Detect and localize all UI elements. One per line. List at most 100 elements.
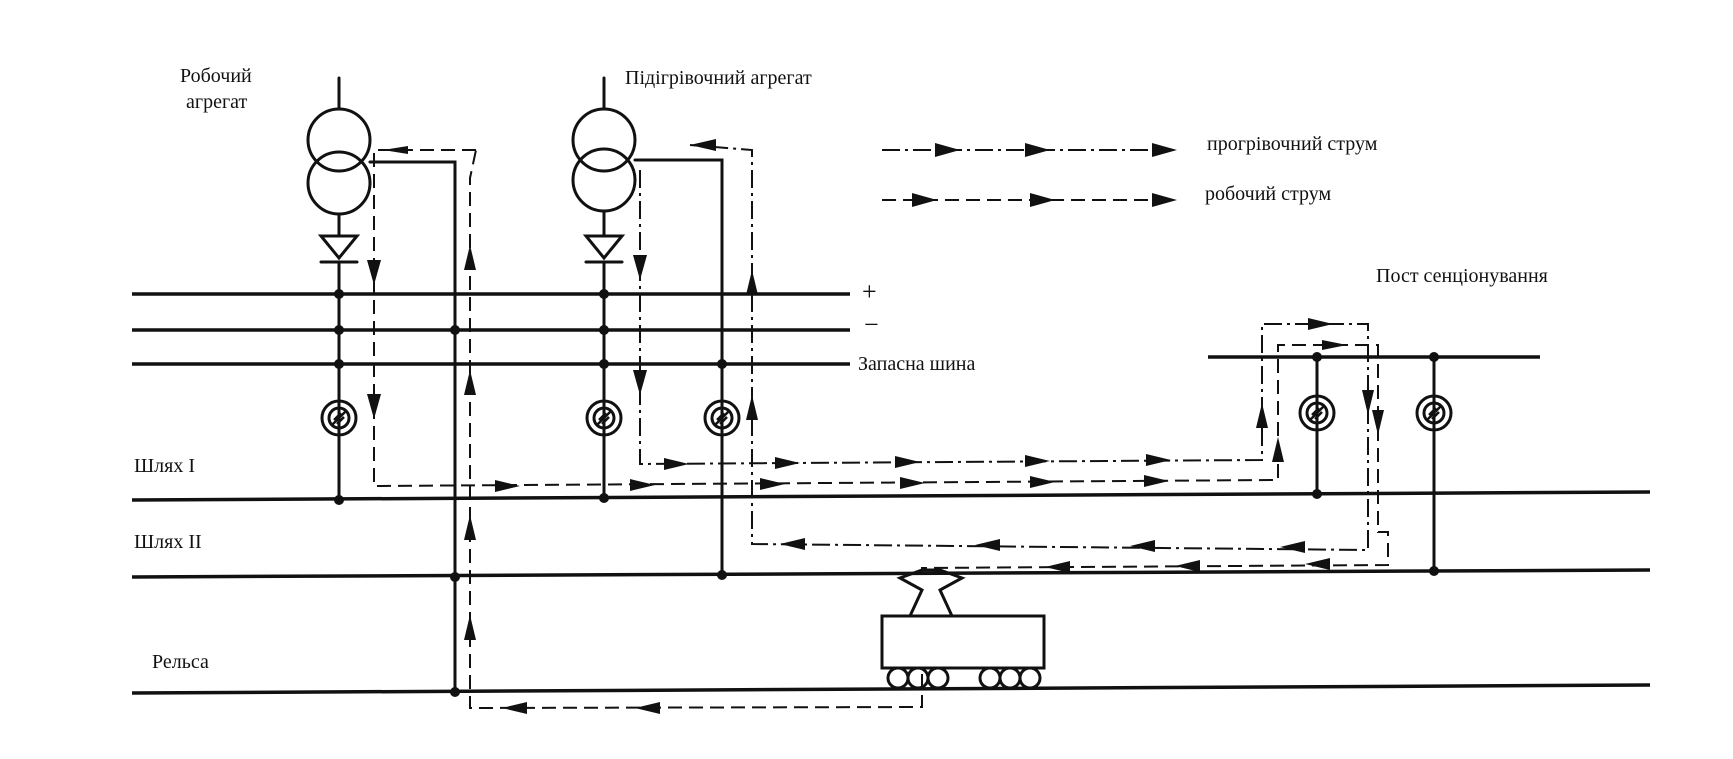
heating-transformer-primary	[571, 107, 637, 173]
wheel-5	[998, 666, 1022, 690]
node-post-track2	[1429, 566, 1439, 576]
arrow-w-left-rail-2	[502, 702, 527, 714]
arrow-h-left-3	[975, 539, 1000, 551]
node-heating2-reserve	[717, 359, 727, 369]
arrow-w-down-1	[367, 260, 381, 285]
node-working-reserve	[334, 359, 344, 369]
track-2-label: Шлях II	[134, 531, 202, 553]
arrow-h-right-5	[1146, 454, 1171, 466]
post-breaker-2-hatch-3	[1431, 411, 1440, 420]
heating-breaker-2-inner	[710, 406, 734, 430]
heating-breaker-1-hatch-1	[596, 410, 612, 426]
arrow-h-up-1	[746, 395, 758, 420]
legend-working-arrow-2	[1030, 193, 1055, 207]
heating-breaker-2-hatch-1	[714, 410, 730, 426]
working-current-loop	[373, 149, 1389, 574]
arrow-w-left-2	[1175, 560, 1200, 572]
arrow-h-down-2	[633, 370, 647, 395]
arrow-h-top	[690, 139, 716, 151]
wheel-3	[926, 666, 950, 690]
node-working-minus	[334, 325, 344, 335]
legend-heating-arrow-2	[1025, 143, 1050, 157]
working-rectifier-diode	[317, 234, 361, 261]
node-working-track1	[334, 495, 344, 505]
post-breaker-1-inner	[1305, 401, 1329, 425]
heating-breaker-2-hatch-3	[719, 416, 728, 425]
minus-bus-label: −	[864, 310, 879, 339]
legend: прогрівочний струм робочий струм	[882, 133, 1378, 207]
heating-unit	[571, 76, 741, 578]
wheel-1	[886, 666, 910, 690]
post-breaker-2	[1415, 394, 1453, 432]
legend-heating-arrow-3	[1152, 143, 1177, 157]
arrow-w-up-return-1	[464, 615, 476, 640]
working-breaker	[320, 399, 358, 437]
wheel-4	[978, 666, 1002, 690]
arrow-h-up-post	[1256, 403, 1268, 428]
node-post-bus-2	[1429, 352, 1439, 362]
arrow-w-left-rail-1	[635, 702, 660, 714]
arrow-h-left-2	[1130, 540, 1155, 552]
junction-nodes	[334, 289, 1439, 697]
heating-breaker-1-hatch-2	[598, 412, 607, 421]
post-breaker-1-hatch-2	[1311, 407, 1320, 416]
legend-heating-text: прогрівочний струм	[1207, 133, 1378, 155]
node-post-track1	[1312, 489, 1322, 499]
arrow-w-top	[383, 146, 408, 154]
legend-working-arrow-3	[1152, 193, 1177, 207]
track-1-line	[131, 490, 1651, 502]
legend-working-arrow-1	[912, 193, 937, 207]
arrow-w-right-2	[630, 479, 655, 491]
rail-line	[131, 683, 1651, 695]
arrow-w-top-post	[1322, 340, 1347, 350]
arrow-h-right-4	[1025, 455, 1050, 467]
heating-breaker-2	[703, 399, 741, 437]
arrow-w-right-1	[495, 480, 520, 492]
arrow-h-up-2	[746, 270, 758, 295]
working-unit	[306, 76, 457, 695]
arrow-w-down-2	[367, 394, 381, 419]
post-breaker-2-inner	[1422, 401, 1446, 425]
node-heating-reserve	[599, 359, 609, 369]
working-unit-label-2: агрегат	[186, 91, 248, 113]
arrow-h-left-4	[780, 538, 805, 550]
locomotive-body	[880, 614, 1046, 670]
wheel-2	[906, 666, 930, 690]
heating-unit-label: Підігрівочний агрегат	[625, 67, 812, 89]
arrow-h-down-post	[1362, 390, 1374, 415]
plus-bus-label: +	[862, 277, 877, 306]
node-heating2-track2	[717, 570, 727, 580]
arrow-h-left-1	[1280, 541, 1305, 553]
pantograph	[896, 568, 966, 618]
sectioning-post	[1298, 355, 1453, 573]
heating-breaker-2-hatch-2	[716, 412, 725, 421]
arrow-h-right-1	[664, 458, 689, 470]
node-post-bus-1	[1312, 352, 1322, 362]
track-2-line	[131, 568, 1651, 579]
heating-breaker-1-inner	[592, 406, 616, 430]
arrow-w-right-6	[1144, 475, 1169, 487]
arrow-w-right-4	[900, 477, 925, 489]
node-heating-plus	[599, 289, 609, 299]
working-breaker-hatch-3	[336, 416, 345, 425]
sectioning-post-label: Пост сенціонування	[1376, 265, 1548, 287]
working-current-return	[469, 149, 923, 710]
arrow-h-right-3	[895, 456, 920, 468]
arrow-h-top-post	[1308, 318, 1333, 330]
heating-transformer-secondary	[571, 147, 637, 213]
locomotive	[880, 568, 1046, 690]
arrow-w-up-return-4	[464, 245, 476, 270]
arrow-w-up-return-2	[464, 515, 476, 540]
arrow-w-left-1	[1305, 558, 1330, 570]
arrow-w-down-post	[1372, 410, 1384, 435]
post-breaker-1	[1298, 394, 1336, 432]
node-return-track2	[450, 572, 460, 582]
working-unit-label-1: Робочий	[180, 65, 252, 87]
heating-breaker-1-hatch-3	[601, 416, 610, 425]
working-negative-return-wire	[368, 160, 457, 695]
working-transformer-secondary	[306, 150, 372, 216]
node-return-minus	[450, 325, 460, 335]
heating-feeder-wire-2	[633, 158, 724, 578]
node-working-plus	[334, 289, 344, 299]
